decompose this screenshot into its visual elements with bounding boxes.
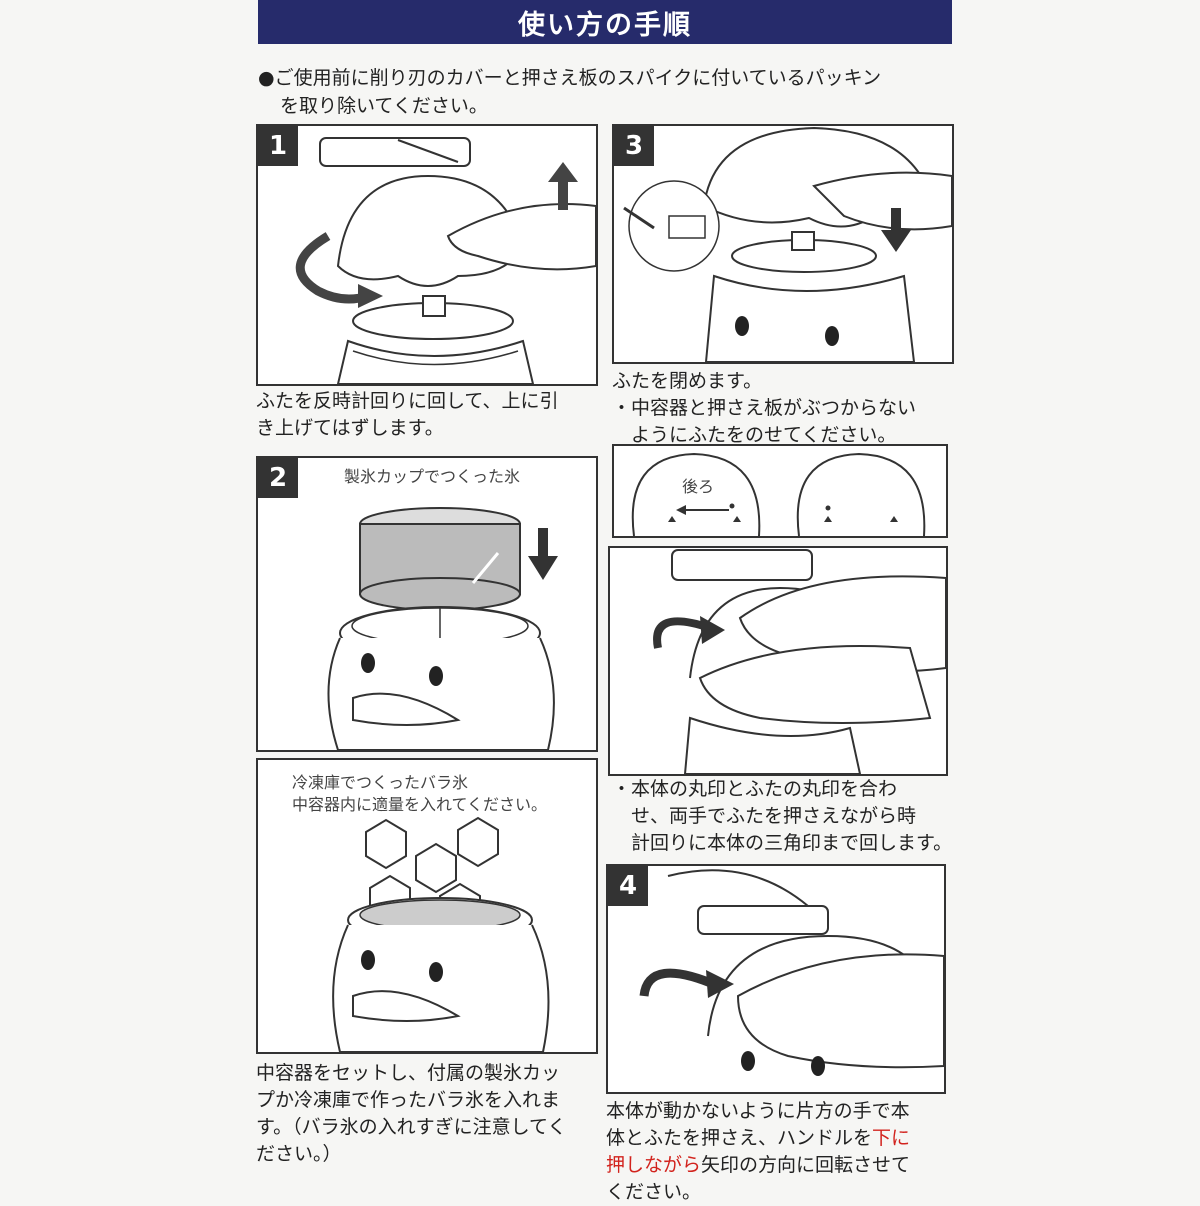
step2b-panel: 冷凍庫でつくったバラ氷 中容器内に適量を入れてください。 — [256, 758, 598, 1054]
step1-panel: 1 — [256, 124, 598, 386]
machine-body — [683, 716, 862, 774]
penguin-body — [332, 924, 550, 1052]
penguin-eye-left — [361, 950, 375, 970]
intro-note: ●ご使用前に削り刃のカバーと押さえ板のスパイクに付いているパッキン を取り除いて… — [258, 64, 958, 120]
rotate-illustration — [653, 549, 946, 774]
machine-body — [704, 274, 916, 362]
lid-top-view-right — [796, 452, 926, 536]
penguin-beak — [352, 990, 461, 1022]
step2-caption: 中容器をセットし、付属の製氷カッ プか冷凍庫で作ったバラ氷を入れま す。（バラ氷… — [256, 1062, 567, 1165]
hand — [812, 171, 952, 231]
intro-line-2: を取り除いてください。 — [280, 95, 488, 117]
step4-illustration — [639, 869, 944, 1076]
penguin-eye-right — [429, 666, 443, 686]
step1-caption: ふたを反時計回りに回して、上に引 き上げてはずします。 — [256, 390, 559, 439]
step-number-badge: 4 — [608, 866, 648, 906]
circle-mark-icon — [729, 503, 735, 509]
hand — [736, 953, 944, 1069]
penguin-eye-right — [825, 326, 839, 346]
step-number-badge: 1 — [258, 126, 298, 166]
penguin-beak — [352, 692, 461, 726]
page-title: 使い方の手順 — [518, 9, 692, 41]
up-arrow-icon — [548, 162, 578, 210]
rotate-arrow-icon — [639, 968, 720, 997]
alignment-illustration — [631, 452, 926, 536]
penguin-eye-right — [429, 962, 443, 982]
down-arrow-icon — [881, 208, 911, 252]
step2b-illustration — [332, 816, 550, 1052]
page-header: 使い方の手順 — [258, 0, 952, 44]
back-label: 後ろ — [682, 477, 715, 496]
penguin-body — [327, 637, 555, 750]
step2-panel: 2 製氷カップでつくった氷 — [256, 456, 598, 752]
step3-caption: ふたを閉めます。 ・中容器と押さえ板がぶつからない ようにふたをのせてください。 — [612, 370, 917, 446]
penguin-eye-left — [735, 316, 749, 336]
lid-top-view-left — [631, 452, 761, 536]
rotate-arrow-icon — [653, 617, 712, 649]
rotate-panel — [608, 546, 948, 776]
alignment-panel: 後ろ — [612, 444, 948, 538]
ice-cup-label: 製氷カップでつくった氷 — [344, 467, 521, 486]
bullet-icon: ● — [258, 67, 275, 89]
step4-caption: 本体が動かないように片方の手で本 体とふたを押さえ、ハンドルを下に 押しながら矢… — [606, 1100, 911, 1203]
step-number-badge: 3 — [614, 126, 654, 166]
pointer-arrow-icon — [623, 206, 655, 230]
lid-handle — [697, 905, 829, 935]
rotate-caption: ・本体の丸印とふたの丸印を合わ せ、両手でふたを押さえながら時 計回りに本体の三… — [612, 778, 953, 854]
penguin-eye-left — [741, 1051, 755, 1071]
penguin-eye-left — [361, 653, 375, 673]
rotate-arrow-icon — [295, 232, 370, 304]
triangle-mark-icon — [668, 516, 676, 522]
step-number-badge: 2 — [258, 458, 298, 498]
step4-panel: 4 — [606, 864, 946, 1094]
hand-left — [698, 645, 932, 724]
step3-illustration — [623, 126, 952, 362]
down-arrow-icon — [528, 528, 558, 580]
step2-illustration — [327, 507, 558, 750]
loose-ice-label: 冷凍庫でつくったバラ氷 中容器内に適量を入れてください。 — [292, 773, 548, 814]
machine-body — [336, 339, 535, 384]
lid-handle — [671, 549, 813, 581]
lid-handle — [319, 137, 471, 167]
intro-line-1: ご使用前に削り刃のカバーと押さえ板のスパイクに付いているパッキン — [274, 67, 882, 89]
hand — [446, 203, 596, 271]
step1-illustration — [295, 137, 596, 384]
penguin-eye-right — [811, 1056, 825, 1076]
step3-panel: 3 — [612, 124, 954, 364]
